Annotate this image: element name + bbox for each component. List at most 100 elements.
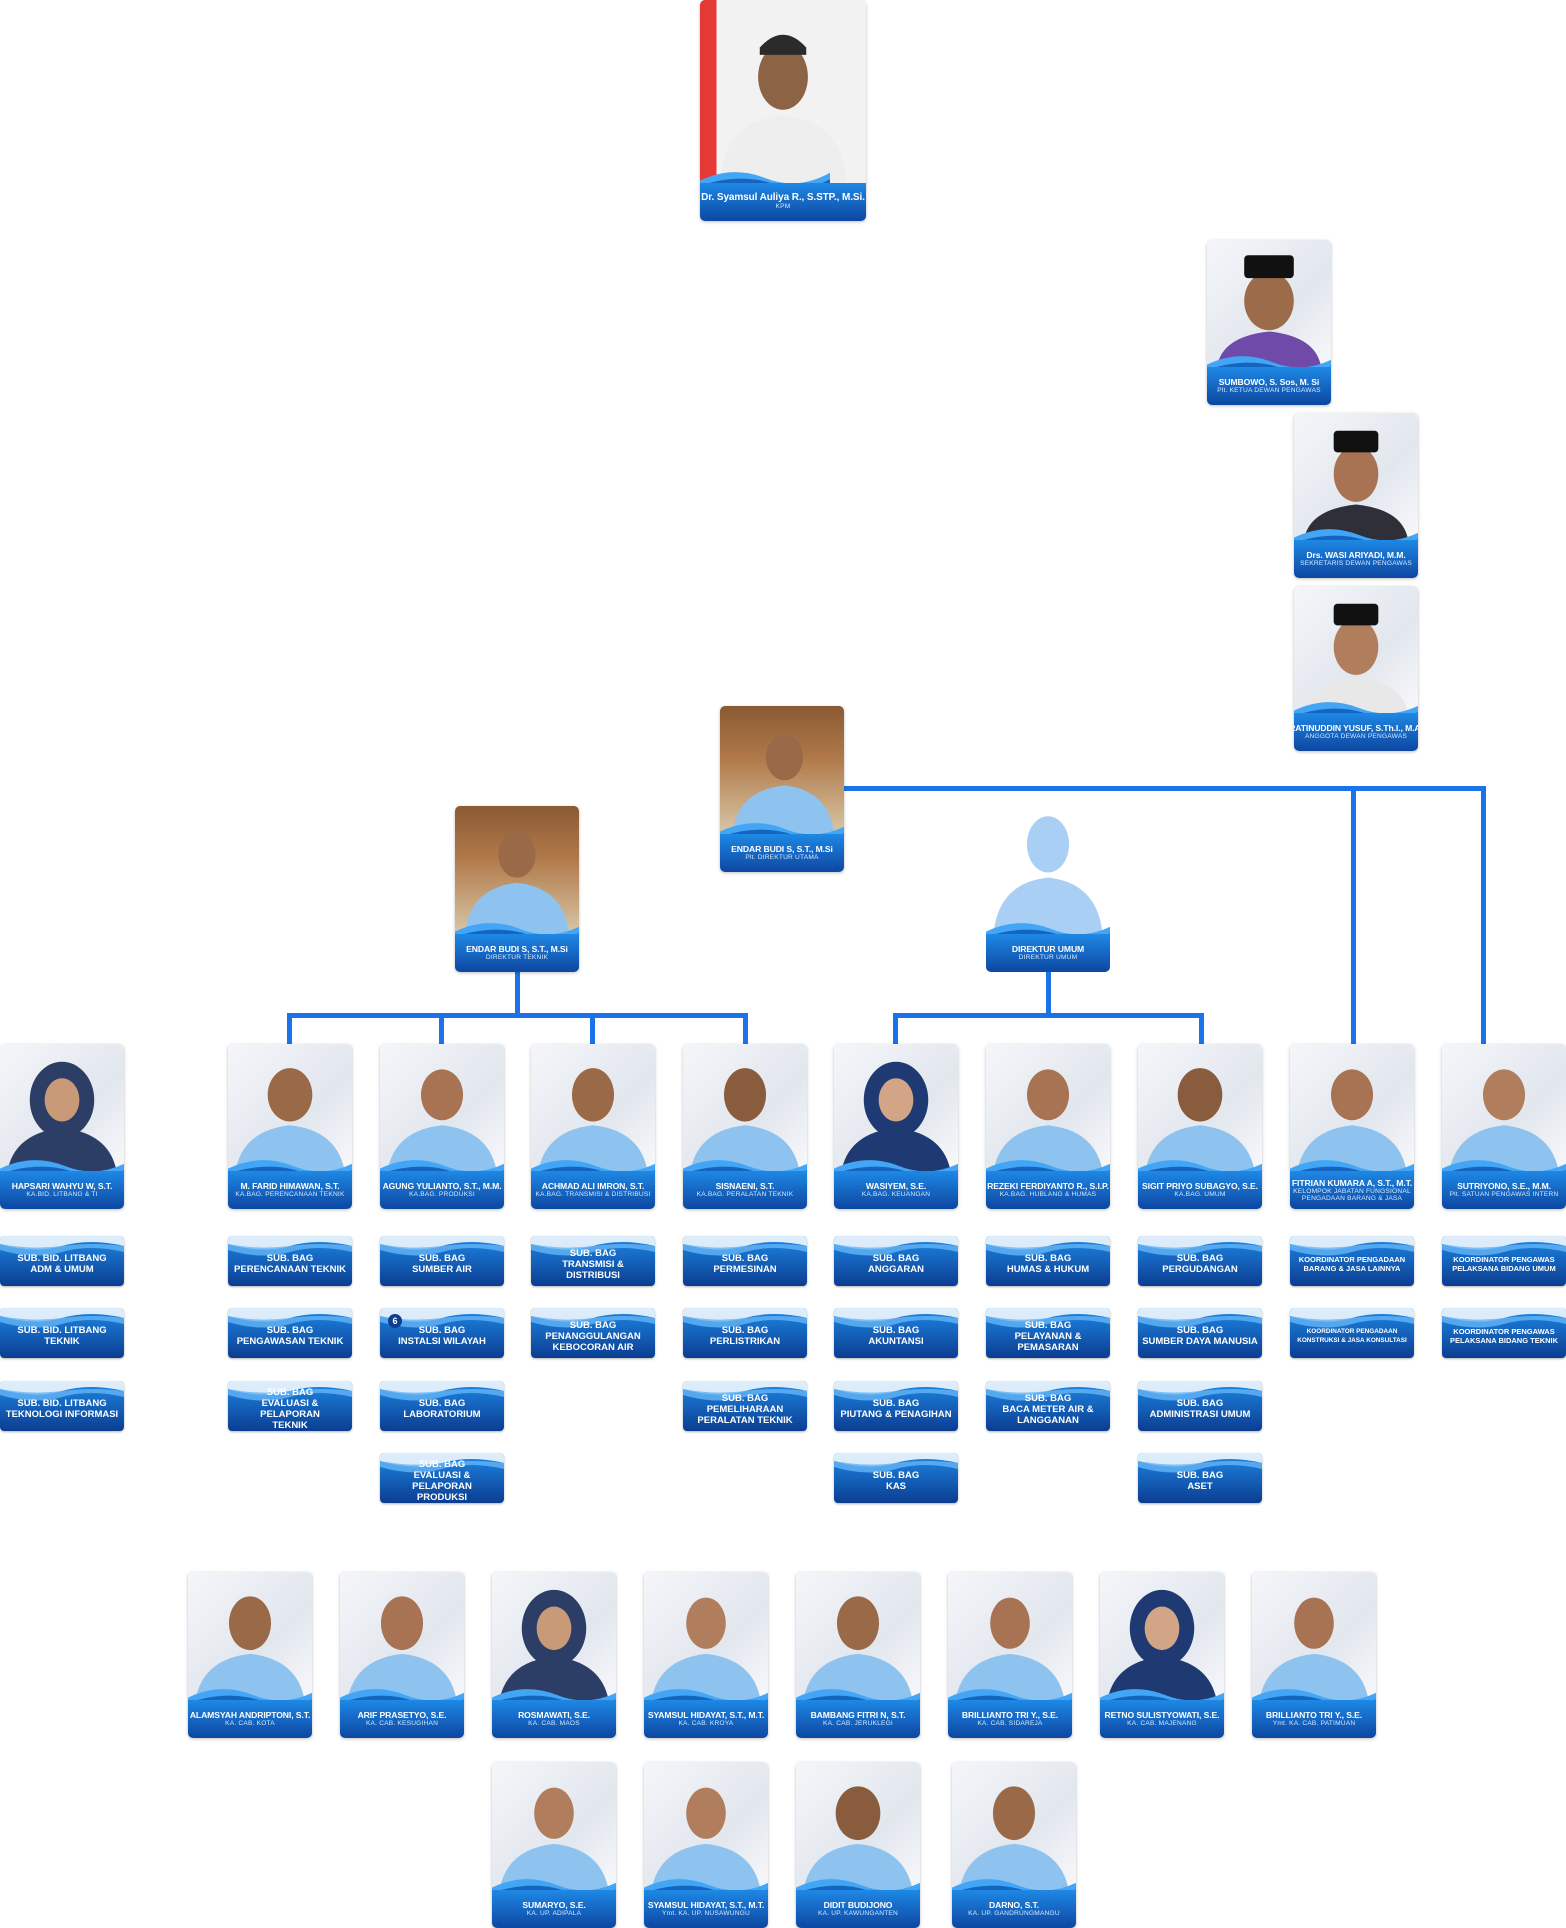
director-gen-card[interactable]: DIREKTUR UMUM DIREKTUR UMUM xyxy=(986,806,1110,972)
sub-unit[interactable]: SUB. BID. LITBANG TEKNOLOGI INFORMASI xyxy=(0,1381,124,1431)
sub-unit[interactable]: SUB. BAG PIUTANG & PENAGIHAN xyxy=(834,1381,958,1431)
head-name: M. FARID HIMAWAN, S.T. xyxy=(240,1181,340,1192)
connector-line xyxy=(844,786,1486,791)
head-name: SISNAENI, S.T. xyxy=(715,1181,775,1192)
board-card-secretary[interactable]: Drs. WASI ARIYADI, M.M. SEKRETARIS DEWAN… xyxy=(1294,413,1418,578)
sub-unit-label: KOORDINATOR PENGAWAS PELAKSANA BIDANG UM… xyxy=(1452,1255,1556,1273)
branch-name: BAMBANG FITRI N, S.T. xyxy=(810,1710,906,1721)
sub-unit-label: SUB. BAG PENANGGULANGAN KEBOCORAN AIR xyxy=(545,1319,641,1353)
sub-unit-label: SUB. BAG PERENCANAAN TEKNIK xyxy=(234,1253,346,1275)
branch-card[interactable]: SYAMSUL HIDAYAT, S.T., M.T.KA. CAB. KROY… xyxy=(644,1572,768,1738)
head-card-transmisi[interactable]: ACHMAD ALI IMRON, S.T. KA.BAG. TRANSMISI… xyxy=(531,1044,655,1209)
sub-unit-label: SUB. BAG EVALUASI & PELAPORAN PRODUKSI xyxy=(412,1459,472,1503)
sub-unit[interactable]: KOORDINATOR PENGAWAS PELAKSANA BIDANG UM… xyxy=(1442,1236,1566,1286)
sub-unit[interactable]: SUB. BAG PEMELIHARAAN PERALATAN TEKNIK xyxy=(683,1381,807,1431)
branch-title: KA. CAB. SIDAREJA xyxy=(977,1720,1043,1728)
unit-name: DIDIT BUDIJONO xyxy=(823,1900,893,1911)
sub-unit[interactable]: SUB. BAG BACA METER AIR & LANGGANAN xyxy=(986,1381,1110,1431)
sub-unit[interactable]: SUB. BAG TRANSMISI & DISTRIBUSI xyxy=(531,1236,655,1286)
branch-card[interactable]: BRILLIANTO TRI Y., S.E.Ymt. KA. CAB. PAT… xyxy=(1252,1572,1376,1738)
sub-unit[interactable]: KOORDINATOR PENGADAAN BARANG & JASA LAIN… xyxy=(1290,1236,1414,1286)
branch-photo xyxy=(188,1572,312,1700)
director-tech-card[interactable]: ENDAR BUDI S, S.T., M.Si DIREKTUR TEKNIK xyxy=(455,806,579,972)
director-gen-title: DIREKTUR UMUM xyxy=(1018,954,1078,962)
sub-unit[interactable]: SUB. BAG HUMAS & HUKUM xyxy=(986,1236,1110,1286)
board-card-member[interactable]: RATINUDDIN YUSUF, S.Th.I., M.A. ANGGOTA … xyxy=(1294,586,1418,751)
board-name: SUMBOWO, S. Sos, M. Si xyxy=(1218,377,1320,388)
head-title: KA.BAG. PERALATAN TEKNIK xyxy=(696,1191,794,1199)
board-name: RATINUDDIN YUSUF, S.Th.I., M.A. xyxy=(1294,723,1418,734)
sub-unit-label: SUB. BAG PIUTANG & PENAGIHAN xyxy=(840,1398,952,1420)
sub-unit[interactable]: SUB. BAG AKUNTANSI xyxy=(834,1308,958,1358)
unit-card[interactable]: SYAMSUL HIDAYAT, S.T., M.T.Ymt. KA. UP. … xyxy=(644,1762,768,1928)
branch-card[interactable]: ROSMAWATI, S.E.KA. CAB. MAOS xyxy=(492,1572,616,1738)
head-photo xyxy=(986,1044,1110,1171)
head-photo xyxy=(228,1044,352,1171)
head-card-umum[interactable]: SIGIT PRIYO SUBAGYO, S.E. KA.BAG. UMUM xyxy=(1138,1044,1262,1209)
sub-unit[interactable]: SUB. BAG ADMINISTRASI UMUM xyxy=(1138,1381,1262,1431)
head-photo xyxy=(1290,1044,1414,1171)
unit-card[interactable]: SUMARYO, S.E.KA. UP. ADIPALA xyxy=(492,1762,616,1928)
sub-unit[interactable]: SUB. BID. LITBANG ADM & UMUM xyxy=(0,1236,124,1286)
head-card-spi[interactable]: SUTRIYONO, S.E., M.M. Plt. SATUAN PENGAW… xyxy=(1442,1044,1566,1209)
head-title: KELOMPOK JABATAN FUNGSIONAL PENGADAAN BA… xyxy=(1293,1187,1411,1203)
branch-title: KA. CAB. KROYA xyxy=(678,1720,734,1728)
sub-unit[interactable]: SUB. BAG LABORATORIUM xyxy=(380,1381,504,1431)
head-card-perencanaan[interactable]: M. FARID HIMAWAN, S.T. KA.BAG. PERENCANA… xyxy=(228,1044,352,1209)
sub-unit-label: SUB. BAG PELAYANAN & PEMASARAN xyxy=(1014,1319,1082,1353)
sub-unit[interactable]: SUB. BAG ANGGARAN xyxy=(834,1236,958,1286)
branch-name: SYAMSUL HIDAYAT, S.T., M.T. xyxy=(647,1710,765,1721)
unit-photo xyxy=(492,1762,616,1890)
sub-unit[interactable]: SUB. BAG KAS xyxy=(834,1453,958,1503)
head-card-keuangan[interactable]: WASIYEM, S.E. KA.BAG. KEUANGAN xyxy=(834,1044,958,1209)
sub-unit[interactable]: KOORDINATOR PENGADAAN KONSTRUKSI & JASA … xyxy=(1290,1308,1414,1358)
sub-unit[interactable]: SUB. BAG PENGAWASAN TEKNIK xyxy=(228,1308,352,1358)
sub-unit[interactable]: SUB. BAG PERENCANAAN TEKNIK xyxy=(228,1236,352,1286)
sub-unit[interactable]: SUB. BAG EVALUASI & PELAPORAN PRODUKSI xyxy=(380,1453,504,1503)
kpm-card[interactable]: Dr. Syamsul Auliya R., S.STP., M.Si. KPM xyxy=(700,0,866,221)
sub-unit-label: SUB. BAG SUMBER AIR xyxy=(412,1253,472,1275)
head-title: KA.BAG. PERENCANAAN TEKNIK xyxy=(235,1191,345,1199)
sub-unit[interactable]: SUB. BID. LITBANG TEKNIK xyxy=(0,1308,124,1358)
sub-unit[interactable]: SUB. BAG SUMBER DAYA MANUSIA xyxy=(1138,1308,1262,1358)
board-card-chairman[interactable]: SUMBOWO, S. Sos, M. Si Plt. KETUA DEWAN … xyxy=(1207,240,1331,405)
sub-unit[interactable]: SUB. BAG PERMESINAN xyxy=(683,1236,807,1286)
head-card-produksi[interactable]: AGUNG YULIANTO, S.T., M.M. KA.BAG. PRODU… xyxy=(380,1044,504,1209)
head-name: REZEKI FERDIYANTO R., S.I.P. xyxy=(987,1181,1109,1192)
sub-unit[interactable]: SUB. BAG PERLISTRIKAN xyxy=(683,1308,807,1358)
connector-line xyxy=(893,1013,1204,1018)
sub-unit[interactable]: SUB. BAG EVALUASI & PELAPORAN TEKNIK xyxy=(228,1381,352,1431)
branch-card[interactable]: BRILLIANTO TRI Y., S.E.KA. CAB. SIDAREJA xyxy=(948,1572,1072,1738)
branch-card[interactable]: ARIF PRASETYO, S.E.KA. CAB. KESUGIHAN xyxy=(340,1572,464,1738)
sub-unit[interactable]: SUB. BAG SUMBER AIR xyxy=(380,1236,504,1286)
branch-photo xyxy=(1252,1572,1376,1700)
unit-card[interactable]: DARNO, S.T.KA. UP. GANDRUNGMANGU xyxy=(952,1762,1076,1928)
branch-card[interactable]: RETNO SULISTYOWATI, S.E.KA. CAB. MAJENAN… xyxy=(1100,1572,1224,1738)
sub-unit-label: SUB. BAG LABORATORIUM xyxy=(403,1398,481,1420)
sub-unit-label: SUB. BAG AKUNTANSI xyxy=(868,1325,924,1347)
head-title: KA.BAG. UMUM xyxy=(1174,1191,1226,1199)
connector-line xyxy=(287,1013,292,1047)
head-card-pengadaan[interactable]: FITRIAN KUMARA A, S.T., M.T. KELOMPOK JA… xyxy=(1290,1044,1414,1209)
head-card-litbang[interactable]: HAPSARI WAHYU W, S.T. KA.BID. LITBANG & … xyxy=(0,1044,124,1209)
head-name: SUTRIYONO, S.E., M.M. xyxy=(1457,1181,1551,1192)
sub-unit-label: KOORDINATOR PENGADAAN KONSTRUKSI & JASA … xyxy=(1297,1328,1407,1344)
board-title: ANGGOTA DEWAN PENGAWAS xyxy=(1304,733,1408,741)
unit-photo xyxy=(952,1762,1076,1890)
sub-unit[interactable]: SUB. BAG PENANGGULANGAN KEBOCORAN AIR xyxy=(531,1308,655,1358)
director-main-name: ENDAR BUDI S, S.T., M.Si xyxy=(731,844,833,855)
head-card-hublang[interactable]: REZEKI FERDIYANTO R., S.I.P. KA.BAG. HUB… xyxy=(986,1044,1110,1209)
unit-name: SUMARYO, S.E. xyxy=(522,1900,586,1911)
head-photo xyxy=(0,1044,124,1171)
director-main-card[interactable]: ENDAR BUDI S, S.T., M.Si Plt. DIREKTUR U… xyxy=(720,706,844,872)
branch-card[interactable]: BAMBANG FITRI N, S.T.KA. CAB. JERUKLEGI xyxy=(796,1572,920,1738)
sub-unit[interactable]: SUB. BAG PELAYANAN & PEMASARAN xyxy=(986,1308,1110,1358)
sub-unit[interactable]: SUB. BAG ASET xyxy=(1138,1453,1262,1503)
sub-unit[interactable]: KOORDINATOR PENGAWAS PELAKSANA BIDANG TE… xyxy=(1442,1308,1566,1358)
connector-line xyxy=(1351,786,1356,1046)
branch-card[interactable]: ALAMSYAH ANDRIPTONI, S.T.KA. CAB. KOTA xyxy=(188,1572,312,1738)
sub-unit[interactable]: SUB. BAG PERGUDANGAN xyxy=(1138,1236,1262,1286)
head-card-peralatan[interactable]: SISNAENI, S.T. KA.BAG. PERALATAN TEKNIK xyxy=(683,1044,807,1209)
